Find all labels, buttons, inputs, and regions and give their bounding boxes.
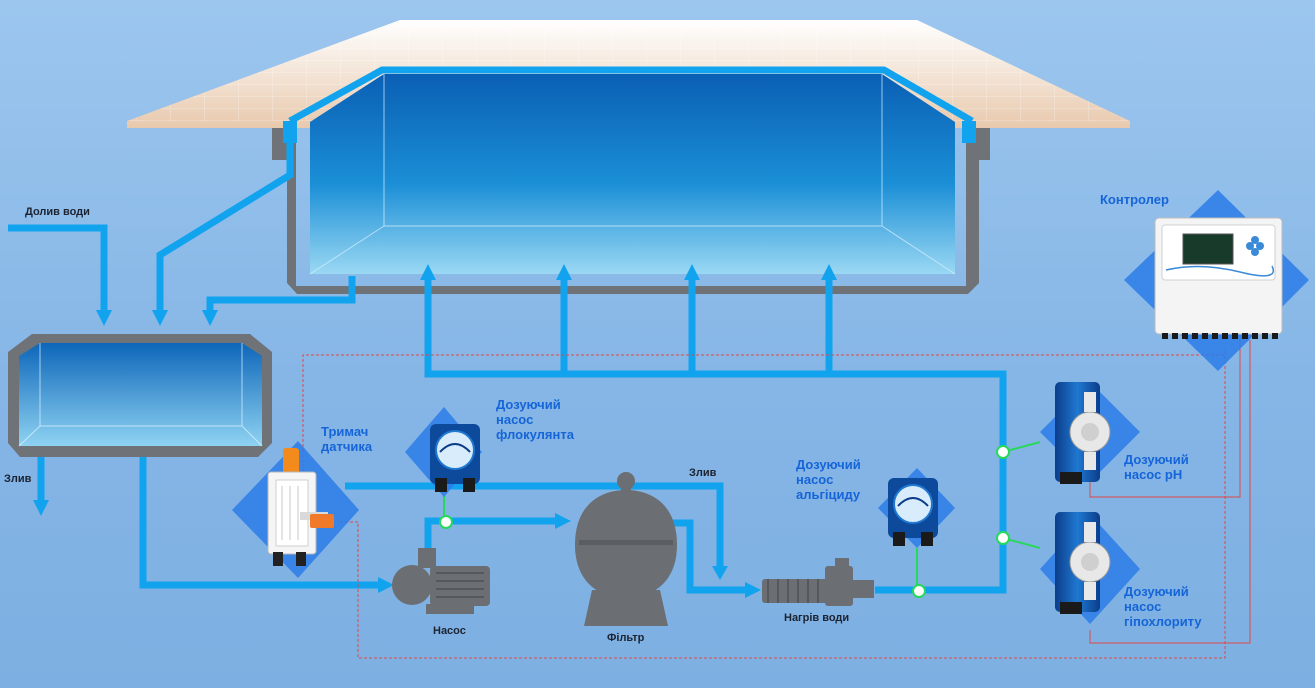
pipe-network [8, 140, 1007, 594]
peristaltic-pump-icon [430, 424, 480, 492]
controller-label: Контролер [1100, 192, 1169, 207]
return-pipe [424, 280, 1007, 594]
injection-point-flocculant [439, 515, 453, 529]
flocculant-pump-label: Дозуючий насос флокулянта [496, 397, 574, 442]
injection-point-algaecide [912, 584, 926, 598]
pool-drain-pipe [206, 276, 356, 312]
heat-exchanger-icon [762, 558, 874, 606]
controller-icon [1154, 217, 1283, 339]
overflow-channel [288, 66, 974, 125]
filter-label: Фільтр [607, 632, 645, 644]
pool-water [310, 74, 955, 274]
injection-points [439, 445, 1010, 598]
ph-pump-label: Дозуючий насос pH [1124, 452, 1189, 482]
overflow-return-pipe [156, 140, 294, 310]
metering-pump-icon [1055, 382, 1111, 484]
refill-water-label: Долив води [25, 206, 90, 218]
algaecide-pump-label: Дозуючий насос альгіциду [796, 457, 861, 502]
circulation-pump-icon [392, 548, 490, 614]
drain-filter-label: Злив [689, 467, 717, 479]
balance-tank [8, 334, 272, 457]
sand-filter-icon [575, 472, 677, 626]
suction-pipe [139, 447, 380, 589]
dosing-lines [443, 441, 1041, 590]
heater-label: Нагрів води [784, 612, 850, 624]
peristaltic-pump-icon [888, 478, 938, 546]
metering-pump-icon [1055, 512, 1111, 614]
refill-pipe [8, 224, 108, 312]
pump-label: Насос [433, 625, 466, 637]
swimming-pool [127, 20, 1130, 294]
sensor-holder-icon [267, 448, 334, 566]
flow-arrows [33, 264, 837, 598]
injection-point-ph [996, 445, 1010, 459]
hypochlorite-pump-label: Дозуючий насос гіпохлориту [1124, 584, 1202, 629]
sensor-holder-label: Тримач датчика [321, 424, 373, 454]
filter-outlet-pipe [671, 519, 745, 594]
drain-left-label: Злив [4, 473, 32, 485]
injection-point-hypochlorite [996, 531, 1010, 545]
pump-discharge-pipe [424, 517, 555, 548]
